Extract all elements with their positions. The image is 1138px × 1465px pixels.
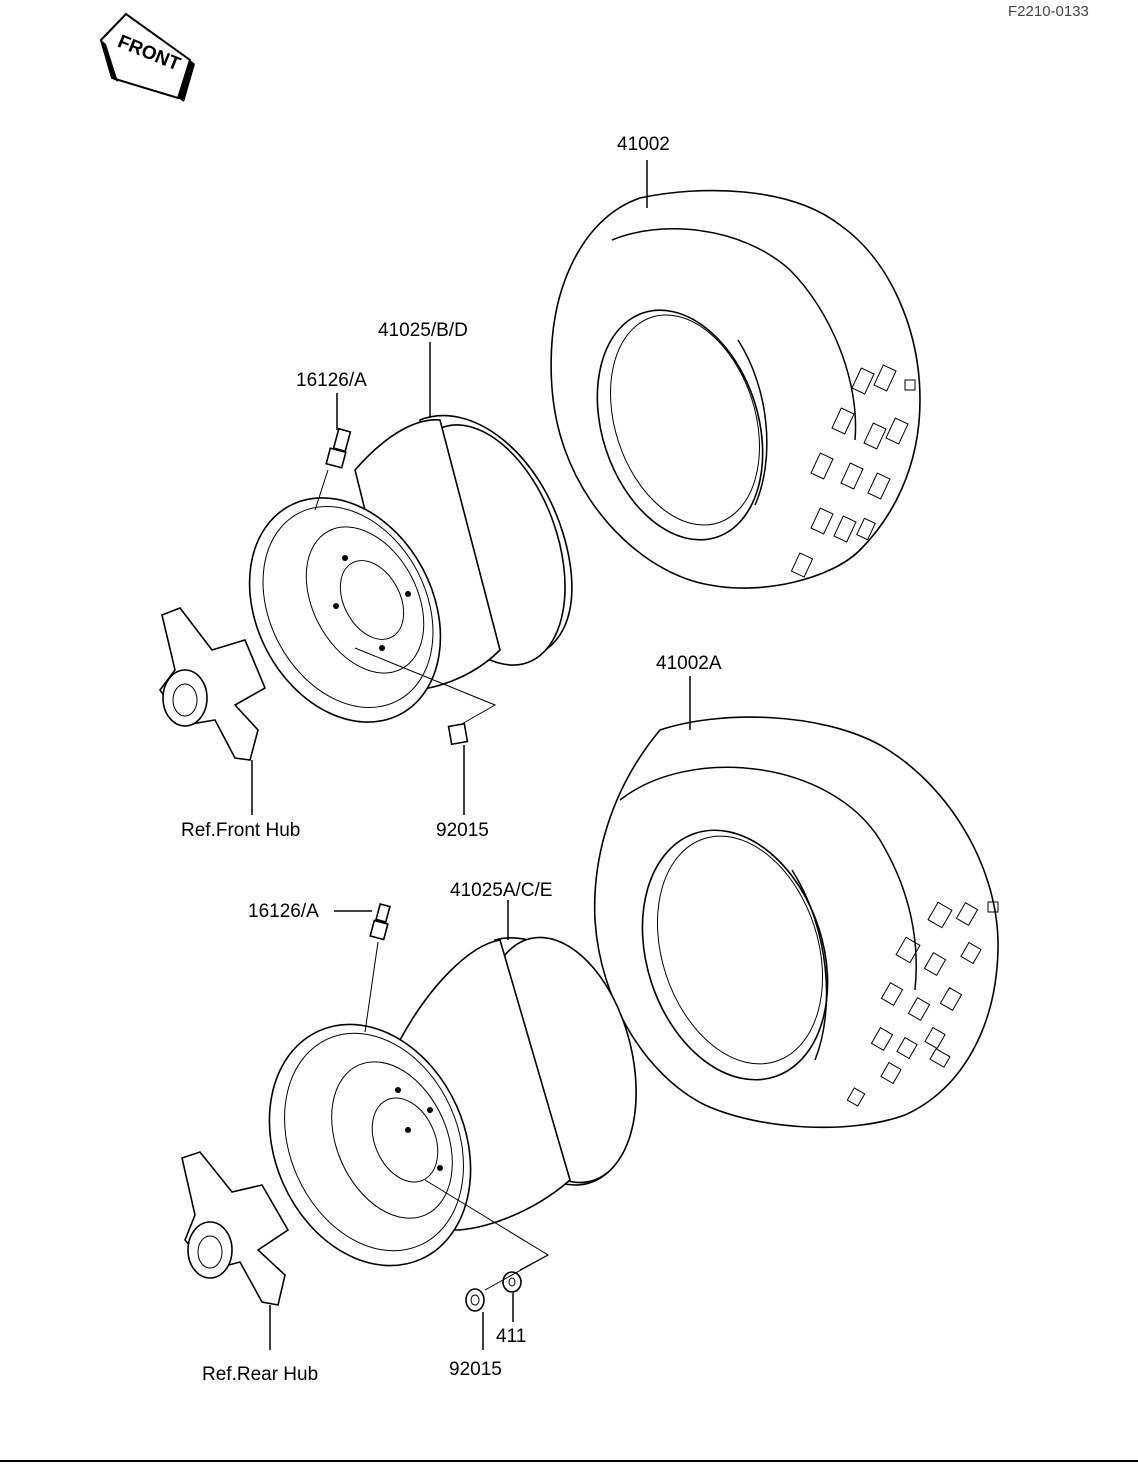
front-hub [159, 607, 267, 761]
label-rear-hub: Ref.Rear Hub [202, 1364, 318, 1385]
rear-valve-stem [369, 902, 391, 941]
front-rim [248, 414, 573, 723]
rear-nut [465, 1288, 485, 1312]
label-nut-rear: 92015 [449, 1359, 502, 1380]
label-valve-front: 16126/A [296, 370, 367, 391]
diagram-code: F2210-0133 [1008, 3, 1089, 20]
label-tire-front: 41002 [617, 134, 670, 155]
front-valve-stem [325, 427, 352, 469]
rear-hub [181, 1151, 290, 1306]
front-tire [550, 189, 921, 589]
label-tire-rear: 41002A [656, 653, 722, 674]
label-rim-front: 41025/B/D [378, 320, 468, 341]
front-nut [447, 722, 469, 746]
label-valve-rear: 16126/A [248, 901, 319, 922]
label-rim-rear: 41025A/C/E [450, 880, 552, 901]
rear-rim [268, 936, 637, 1267]
label-washer-rear: 411 [496, 1326, 526, 1347]
label-nut-front: 92015 [436, 820, 489, 841]
front-arrow-icon: FRONT [99, 12, 195, 102]
rear-tire [593, 716, 999, 1129]
label-front-hub: Ref.Front Hub [181, 820, 300, 841]
